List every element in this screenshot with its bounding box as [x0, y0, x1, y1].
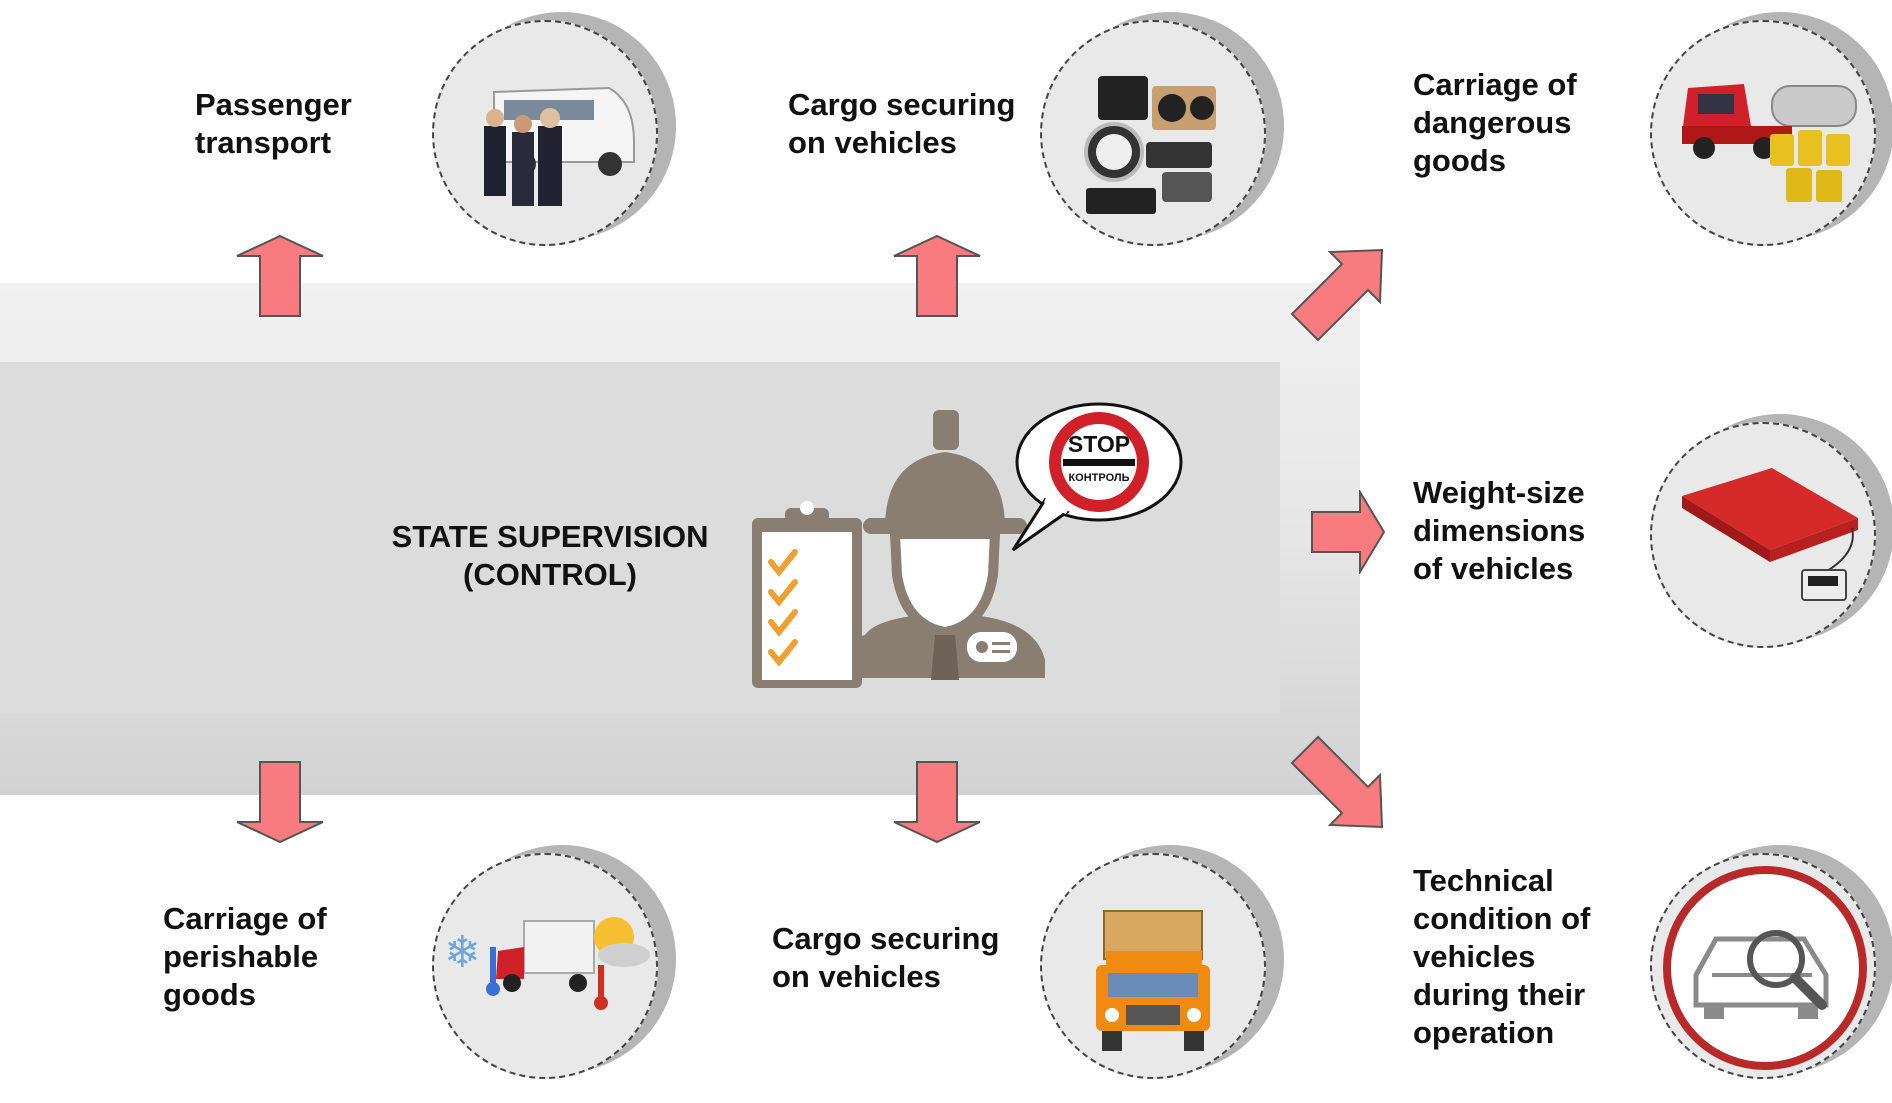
label-passenger-line2: transport — [195, 125, 332, 160]
label-technical-line2: condition of — [1413, 901, 1591, 936]
label-perishable-line3: goods — [163, 977, 256, 1012]
label-technical-line4: during their — [1413, 977, 1586, 1012]
label-weight-line3: of vehicles — [1413, 551, 1574, 586]
stop-sign-text: STOP — [1067, 431, 1131, 457]
weighing-platform-icon — [1682, 468, 1858, 601]
label-technical: Technical condition of vehicles during t… — [1413, 862, 1590, 1052]
stop-sign-subtext: КОНТРОЛЬ — [1068, 472, 1130, 484]
label-perishable: Carriage of perishable goods — [163, 900, 327, 1014]
arrow-right-weight — [1311, 490, 1386, 574]
arrow-down-perishable — [236, 761, 324, 844]
circle-perishable: ❄ — [432, 845, 682, 1103]
arrow-diagonal-up-dangerous — [1290, 248, 1384, 342]
label-weight-line1: Weight-size — [1413, 475, 1585, 510]
arrow-down-cargo — [893, 761, 981, 844]
minibus-passengers-icon — [484, 86, 635, 206]
circle-frame: ❄ — [432, 853, 658, 1079]
tanker-truck-barrels-icon — [1682, 84, 1857, 202]
center-title: STATE SUPERVISION (CONTROL) — [380, 518, 720, 594]
svg-text:❄: ❄ — [444, 927, 481, 978]
label-cargo-bottom-line2: on vehicles — [772, 959, 941, 994]
circle-frame — [1040, 20, 1266, 246]
label-cargo-bottom-line1: Cargo securing — [772, 921, 1000, 956]
label-dangerous-line2: dangerous — [1413, 105, 1572, 140]
circle-cargo-bottom — [1040, 845, 1290, 1103]
label-technical-line5: operation — [1413, 1015, 1555, 1050]
car-inspection-icon — [1663, 866, 1867, 1070]
label-weight: Weight-size dimensions of vehicles — [1413, 474, 1585, 588]
circle-frame — [1650, 422, 1876, 648]
circle-frame — [1040, 853, 1266, 1079]
arrow-diagonal-down-technical — [1290, 735, 1384, 829]
label-passenger: Passenger transport — [195, 86, 352, 162]
label-perishable-line1: Carriage of — [163, 901, 327, 936]
arrow-up-passenger — [236, 234, 324, 317]
label-technical-line3: vehicles — [1413, 939, 1536, 974]
circle-cargo-top — [1040, 12, 1290, 270]
label-cargo-top-line2: on vehicles — [788, 125, 957, 160]
label-cargo-top: Cargo securing on vehicles — [788, 86, 1015, 162]
label-technical-line1: Technical — [1413, 863, 1554, 898]
tachograph-devices-icon — [1084, 76, 1216, 214]
label-weight-line2: dimensions — [1413, 513, 1586, 548]
circle-weight — [1650, 414, 1892, 672]
label-dangerous-line3: goods — [1413, 143, 1506, 178]
center-title-line1: STATE SUPERVISION — [391, 519, 709, 554]
arrow-up-cargo — [893, 234, 981, 317]
label-cargo-bottom: Cargo securing on vehicles — [772, 920, 999, 996]
circle-dangerous — [1650, 12, 1892, 270]
label-dangerous: Carriage of dangerous goods — [1413, 66, 1577, 180]
label-dangerous-line1: Carriage of — [1413, 67, 1577, 102]
circle-technical — [1650, 845, 1892, 1103]
center-title-line2: (CONTROL) — [463, 557, 637, 592]
refrigerated-truck-icon: ❄ — [444, 917, 650, 1010]
inspector-icon — [752, 402, 1183, 688]
circle-frame — [1650, 20, 1876, 246]
label-cargo-top-line1: Cargo securing — [788, 87, 1016, 122]
label-passenger-line1: Passenger — [195, 87, 352, 122]
cargo-truck-icon — [1096, 910, 1210, 1051]
circle-passenger — [432, 12, 682, 270]
label-perishable-line2: perishable — [163, 939, 319, 974]
circle-frame — [1650, 853, 1876, 1079]
circle-frame — [432, 20, 658, 246]
